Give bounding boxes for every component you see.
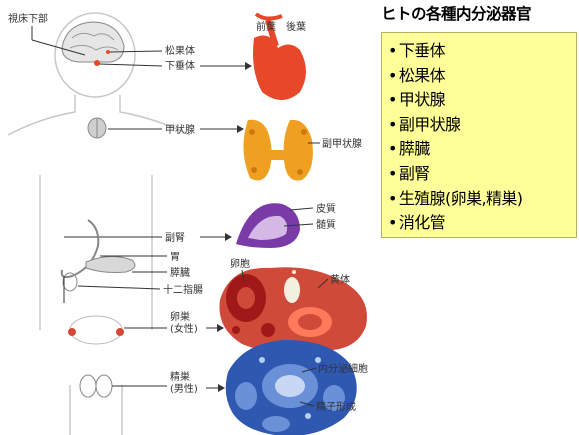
organ-list-item: 膵臓 (388, 137, 576, 162)
label-testis: 精巣 (170, 370, 190, 383)
label-anterior-lobe: 前葉 (256, 20, 276, 33)
organ-list-item: 下垂体 (388, 39, 576, 64)
organ-list-item: 生殖腺(卵巣,精巣) (388, 187, 576, 212)
label-follicle: 卵胞 (230, 258, 250, 270)
organ-list-item: 副腎 (388, 162, 576, 187)
pineal-dot (106, 50, 110, 54)
label-spermatogenesis: 精子形成 (316, 400, 356, 413)
testis-outline (80, 375, 112, 397)
label-cortex: 皮質 (316, 202, 336, 215)
label-endocrine-cell: 内分泌細胞 (318, 362, 368, 375)
pelvis-drawing (68, 316, 124, 344)
label-ovary: 卵巣 (170, 310, 190, 323)
brain-drawing (62, 22, 124, 62)
thyroid-drawing (243, 120, 312, 181)
testis-drawing (226, 340, 357, 435)
organ-list: 下垂体 松果体 甲状腺 副甲状腺 膵臓 副腎 生殖腺(卵巣,精巣) 消化管 (388, 39, 576, 236)
label-thyroid: 甲状腺 (165, 123, 195, 136)
label-pineal: 松果体 (165, 44, 195, 57)
organ-list-item: 甲状腺 (388, 88, 576, 113)
label-hypothalamus: 視床下部 (8, 12, 48, 25)
organ-list-box: 下垂体 松果体 甲状腺 副甲状腺 膵臓 副腎 生殖腺(卵巣,精巣) 消化管 (381, 32, 577, 238)
label-parathyroid: 副甲状腺 (322, 137, 362, 150)
label-duodenum: 十二指腸 (163, 283, 203, 296)
organ-list-item: 副甲状腺 (388, 113, 576, 138)
label-stomach: 胃 (170, 251, 180, 263)
page-title: ヒトの各種内分泌器官 (381, 2, 577, 24)
organ-list-item: 松果体 (388, 64, 576, 89)
organ-list-item: 消化管 (388, 211, 576, 236)
label-ovary-sub: (女性) (170, 322, 198, 335)
label-testis-sub: (男性) (170, 382, 198, 395)
label-pancreas: 膵臓 (170, 267, 190, 279)
label-posterior-lobe: 後葉 (286, 20, 306, 33)
label-corpus-luteum: 黄体 (330, 273, 350, 286)
label-pituitary: 下垂体 (165, 60, 195, 72)
body-outline (8, 13, 190, 435)
endocrine-illustration: 視床下部 松果体 下垂体 前葉 後葉 甲状腺 副甲状腺 副腎 皮 (0, 0, 390, 435)
label-adrenal: 副腎 (165, 232, 185, 244)
pituitary-dot (94, 60, 100, 66)
neck-thyroid-drawing (88, 118, 106, 138)
label-medulla: 髄質 (316, 218, 336, 231)
